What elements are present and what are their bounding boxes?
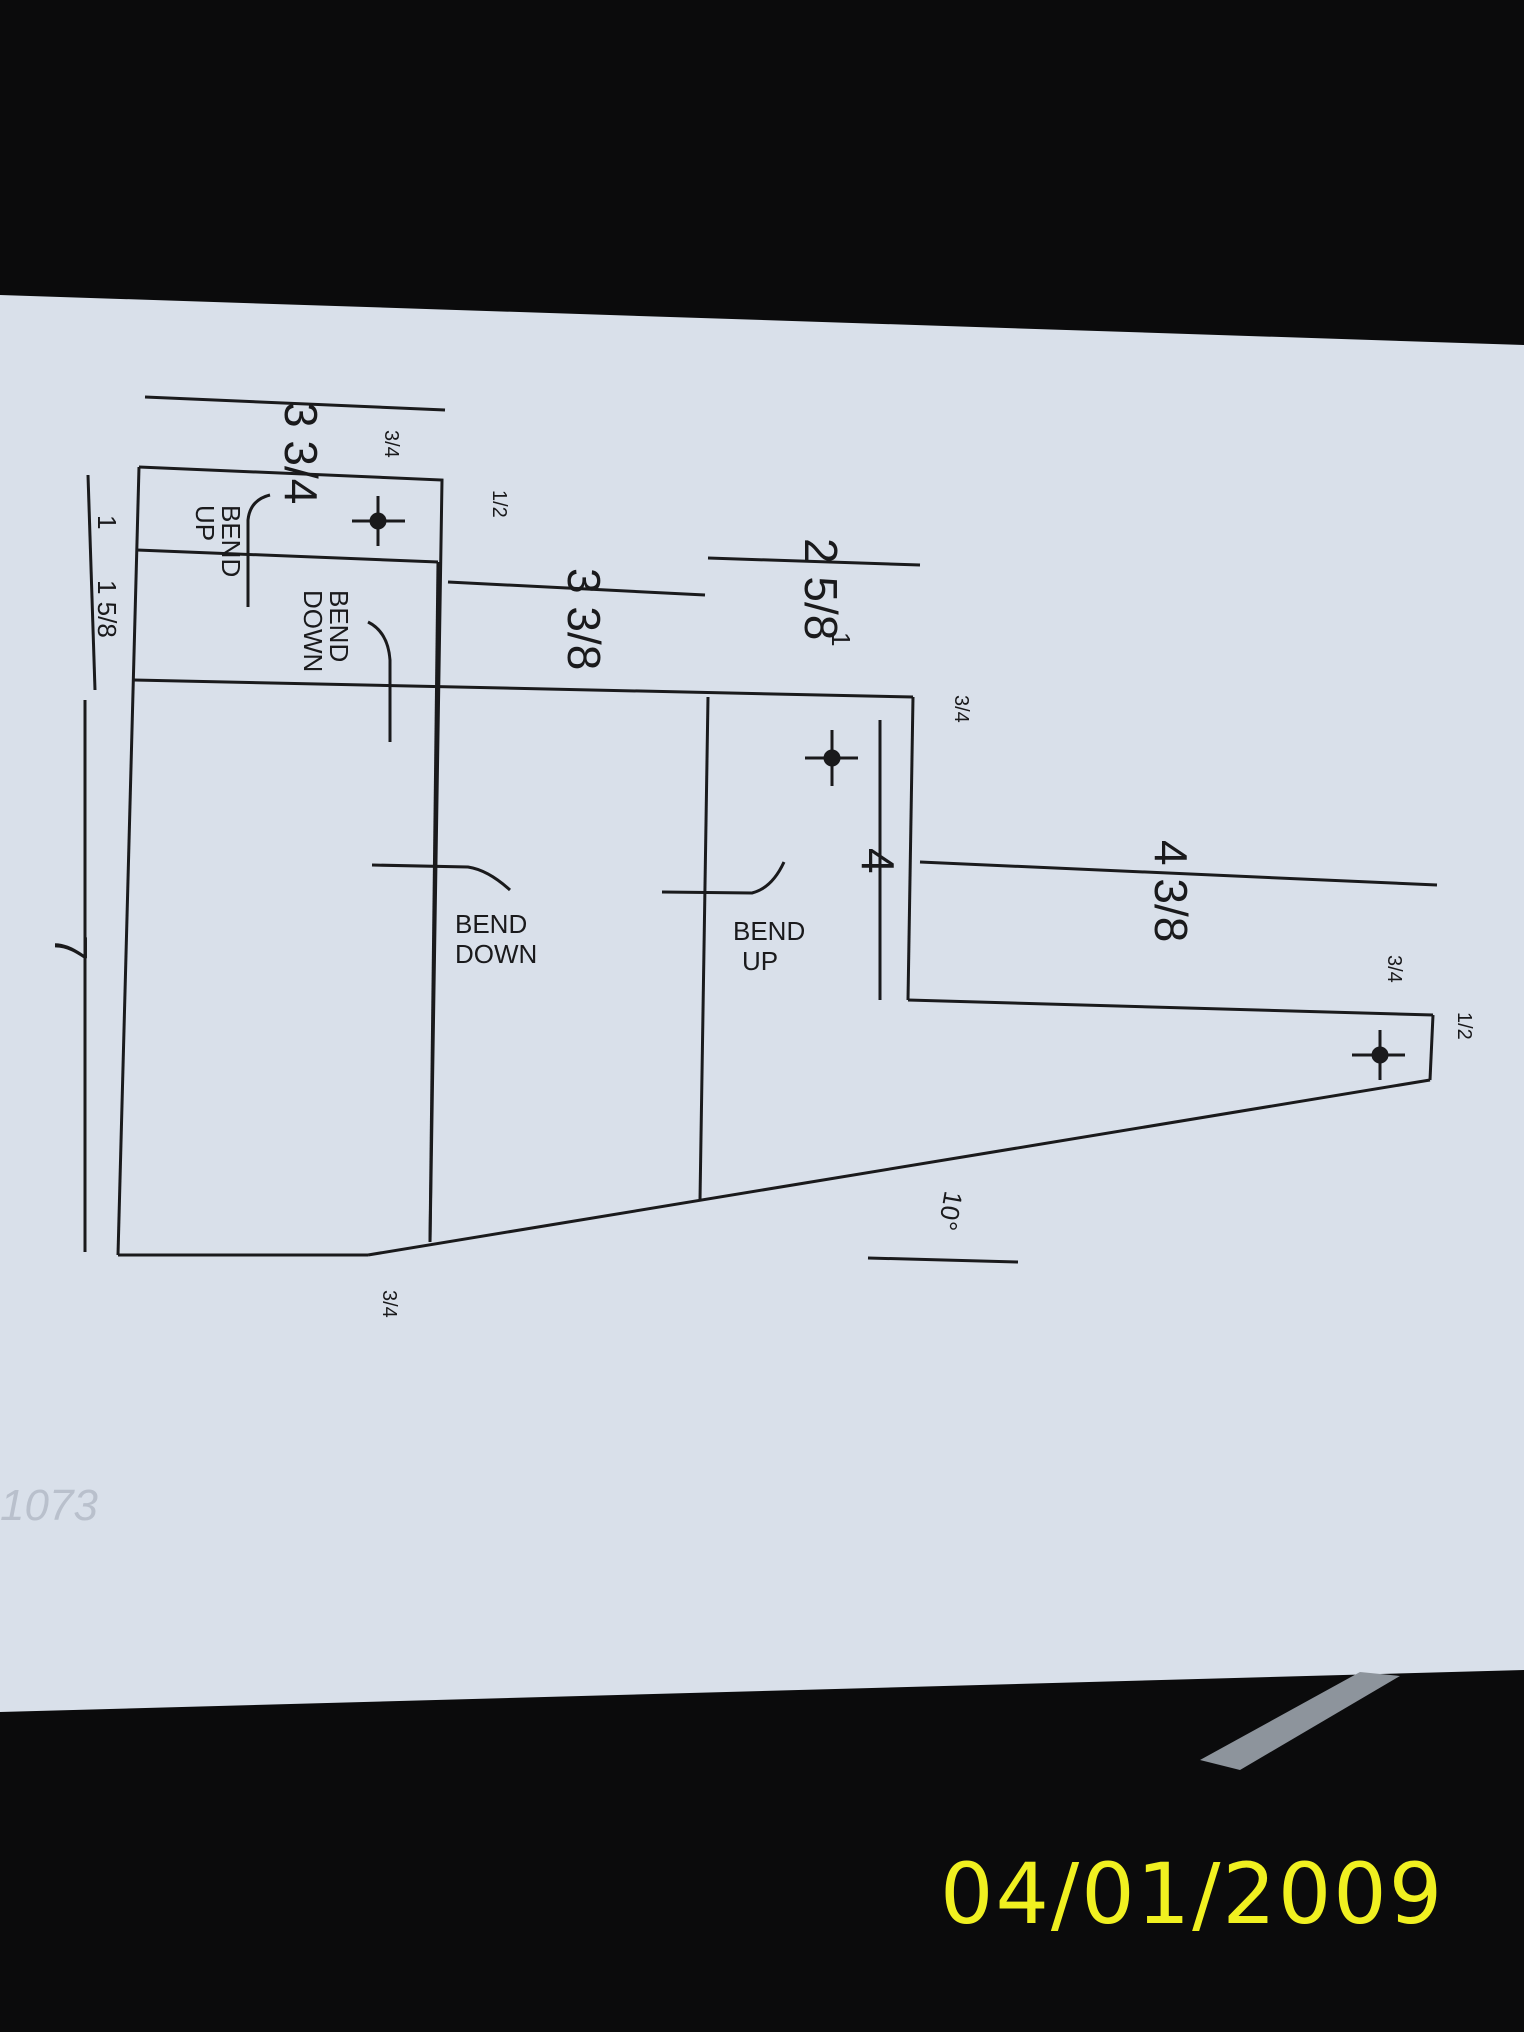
bend-arrow-2 xyxy=(367,620,392,742)
dim-arrow-edges xyxy=(86,474,97,691)
dim-tail-hole-offset: 1/2 xyxy=(1453,1012,1475,1040)
outline-tail-top xyxy=(907,998,1434,1017)
template-drawing xyxy=(83,395,1438,1264)
label-bend-up-main-2: UP xyxy=(742,946,778,976)
drawing-labels: BEND UP BEND DOWN BEND DOWN BEND UP 3 3/… xyxy=(0,402,1475,1530)
dim-tail-hole-inset: 3/4 xyxy=(1383,955,1405,983)
margin-number: 1073 xyxy=(0,1481,98,1530)
outline-left-edge xyxy=(116,466,141,1256)
label-bend-down-small-2: DOWN xyxy=(298,590,328,672)
hole-marker-1 xyxy=(352,496,405,546)
dim-arrow-flange-width xyxy=(144,395,446,412)
dim-edge-1: 1 xyxy=(92,515,122,529)
fold-line-small xyxy=(136,548,439,564)
dim-overall-length: 7 xyxy=(45,935,97,961)
camera-date-stamp: 04/01/2009 xyxy=(940,1845,1445,1943)
label-bend-up-small-2: UP xyxy=(190,505,220,541)
dim-arrow-tail-width xyxy=(919,860,1438,887)
fold-line-main-2 xyxy=(698,696,710,1201)
dim-tab-depth: 3 3/8 xyxy=(558,568,610,670)
label-bend-down-main-1: BEND xyxy=(455,909,527,939)
dim-arrow-arm-width xyxy=(707,556,921,567)
dim-hole-inset-arm: 3/4 xyxy=(950,695,972,723)
bend-arrow-1 xyxy=(246,493,271,607)
outline-taper-edge xyxy=(367,1078,1431,1257)
outline-tail-end xyxy=(1428,1014,1435,1081)
paper-sheet xyxy=(0,295,1524,1712)
hole-marker-3 xyxy=(1352,1030,1405,1080)
label-bend-up-main-1: BEND xyxy=(733,916,805,946)
fold-line-main-1 xyxy=(428,561,440,1243)
outline-arm-top xyxy=(133,678,914,699)
angle-reference-line xyxy=(867,1256,1019,1264)
dim-flange-width: 3 3/4 xyxy=(275,402,327,504)
dim-arrow-tab-depth xyxy=(447,580,706,597)
bend-arrow-3 xyxy=(371,863,512,892)
metal-object xyxy=(1200,1672,1400,1770)
bend-arrow-4 xyxy=(661,861,786,895)
dim-tail-width: 4 3/8 xyxy=(1145,840,1197,942)
label-bend-down-small-1: BEND xyxy=(324,590,354,662)
dim-bottom-inset: 3/4 xyxy=(378,1290,400,1318)
dim-arm-length: 4 xyxy=(852,848,904,874)
label-bend-down-main-2: DOWN xyxy=(455,939,537,969)
dim-hole-inset-top: 3/4 xyxy=(380,430,402,458)
dim-hole-offset-top: 1/2 xyxy=(488,490,510,518)
dim-taper-angle: 10° xyxy=(932,1189,968,1233)
label-bend-up-small-1: BEND xyxy=(216,505,246,577)
dim-edge-1-5-8: 1 5/8 xyxy=(92,580,122,638)
hole-marker-2 xyxy=(805,730,858,786)
dim-arm-offset: 1 xyxy=(826,632,856,646)
dim-arm-width: 2 5/8 xyxy=(795,538,847,640)
outline-arm-right xyxy=(906,696,915,1001)
